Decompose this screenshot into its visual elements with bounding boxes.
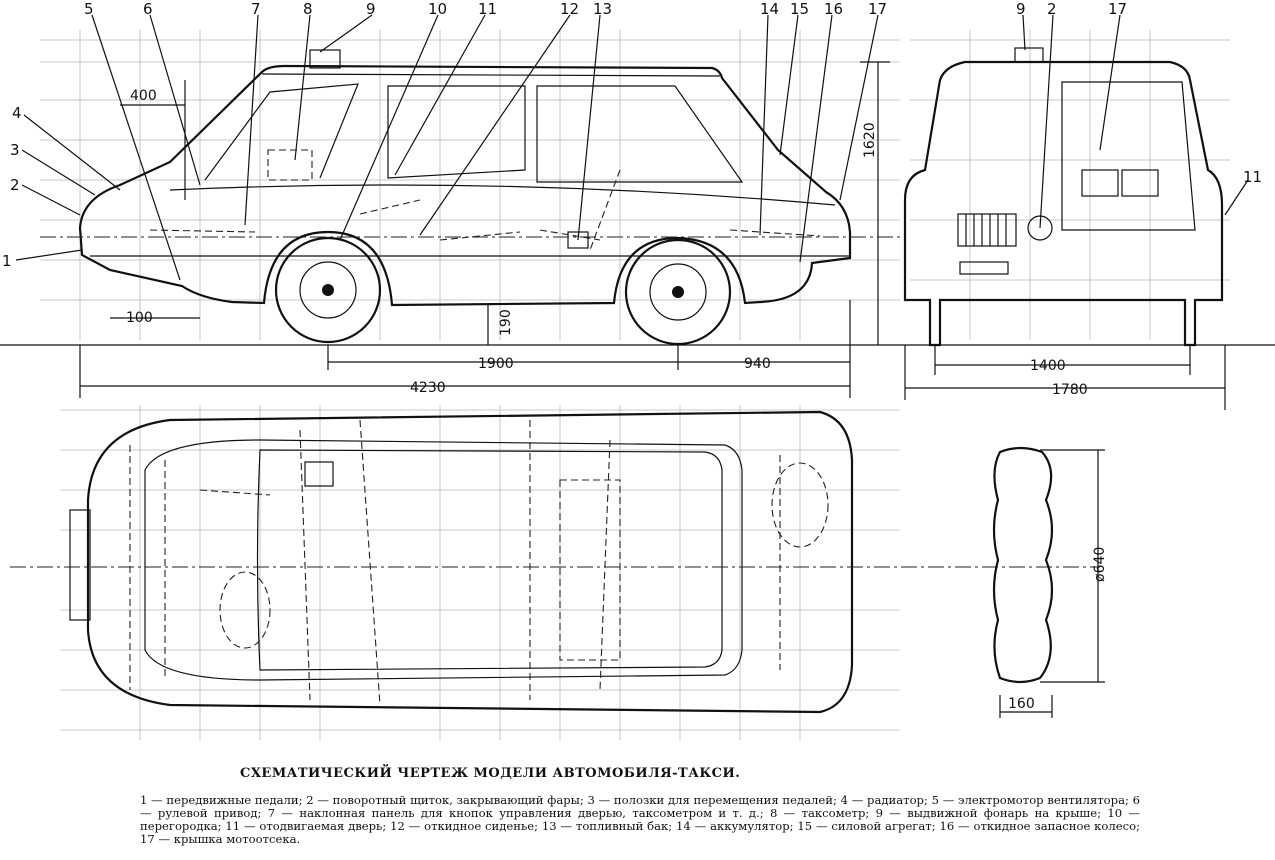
callout-4: 4 bbox=[12, 104, 22, 122]
callout-14: 14 bbox=[760, 0, 779, 18]
windshield bbox=[204, 83, 359, 181]
callout-11: 11 bbox=[478, 0, 497, 18]
top-cabin-outline bbox=[144, 439, 743, 681]
parts-legend: 1 — передвижные педали; 2 — поворотный щ… bbox=[140, 793, 1140, 846]
callout-1: 1 bbox=[2, 252, 12, 270]
leader-lines bbox=[15, 14, 1249, 281]
rear-lamp bbox=[1027, 215, 1053, 241]
side-window-rear bbox=[536, 85, 744, 183]
rear-wheel-center bbox=[672, 286, 684, 298]
vent-grille-right bbox=[1121, 169, 1159, 197]
dim-190: 190 bbox=[498, 309, 514, 336]
dimension-labels: 400 100 190 1620 1900 940 4230 1400 1780… bbox=[126, 88, 1108, 712]
dim-1780: 1780 bbox=[1052, 382, 1088, 398]
callout-6: 6 bbox=[143, 0, 153, 18]
rear-grille bbox=[957, 213, 1017, 247]
dim-940: 940 bbox=[744, 356, 771, 372]
top-taxometer bbox=[304, 461, 334, 487]
callout-16: 16 bbox=[824, 0, 843, 18]
callout-9-rear: 9 bbox=[1016, 0, 1026, 18]
callout-2: 2 bbox=[10, 176, 20, 194]
callout-10: 10 bbox=[428, 0, 447, 18]
top-internal-layout bbox=[129, 419, 781, 706]
side-body-outline bbox=[78, 64, 852, 307]
rear-plate bbox=[959, 261, 1009, 275]
side-roofline bbox=[261, 73, 721, 77]
fuel-tank-cap bbox=[567, 231, 589, 249]
callout-8: 8 bbox=[303, 0, 313, 18]
callout-11-rear: 11 bbox=[1243, 168, 1262, 186]
taxi-schematic-drawing: 1 2 3 4 5 6 7 8 9 10 11 12 13 14 15 16 1… bbox=[0, 0, 1275, 740]
dim-400: 400 bbox=[130, 88, 157, 104]
front-wheel-hub bbox=[299, 261, 357, 319]
spare-wheel-top bbox=[771, 462, 829, 548]
callout-7: 7 bbox=[251, 0, 261, 18]
roof-light bbox=[309, 49, 341, 69]
callout-9: 9 bbox=[366, 0, 376, 18]
callout-15: 15 bbox=[790, 0, 809, 18]
rear-grille-bars bbox=[965, 214, 1007, 246]
dim-100: 100 bbox=[126, 310, 153, 326]
callout-12: 12 bbox=[560, 0, 579, 18]
front-bumper bbox=[69, 509, 91, 621]
rear-roof-light bbox=[1014, 47, 1044, 63]
callout-17-rear: 17 bbox=[1108, 0, 1127, 18]
dim-640: ø640 bbox=[1092, 547, 1108, 582]
callout-3: 3 bbox=[10, 141, 20, 159]
callout-2-rear: 2 bbox=[1047, 0, 1057, 18]
dim-1400: 1400 bbox=[1030, 358, 1066, 374]
top-view bbox=[10, 410, 1100, 714]
rear-view bbox=[903, 47, 1224, 347]
side-window-front bbox=[387, 85, 526, 179]
callout-labels: 1 2 3 4 5 6 7 8 9 10 11 12 13 14 15 16 1… bbox=[2, 0, 1262, 270]
front-wheel-center bbox=[322, 284, 334, 296]
dim-1620: 1620 bbox=[862, 122, 878, 158]
callout-5: 5 bbox=[84, 0, 94, 18]
callout-13: 13 bbox=[593, 0, 612, 18]
rear-body-outline bbox=[903, 60, 1224, 347]
steering-area bbox=[219, 571, 271, 649]
top-body-outline bbox=[86, 410, 854, 714]
top-roof bbox=[256, 449, 723, 671]
rear-wheel-hub bbox=[649, 263, 707, 321]
vent-grille-left bbox=[1081, 169, 1119, 197]
dimension-lines bbox=[79, 61, 1226, 410]
taxometer-box bbox=[267, 149, 313, 181]
rear-wheel bbox=[624, 238, 732, 346]
spare-wheel-cross-section bbox=[992, 446, 1054, 684]
dim-1900: 1900 bbox=[478, 356, 514, 372]
dim-4230: 4230 bbox=[410, 380, 446, 396]
front-wheel bbox=[274, 236, 382, 344]
rear-hatch bbox=[1061, 81, 1196, 231]
side-view bbox=[0, 49, 1275, 346]
spare-wheel-section bbox=[992, 446, 1105, 718]
drawing-caption: СХЕМАТИЧЕСКИЙ ЧЕРТЕЖ МОДЕЛИ АВТОМОБИЛЯ-Т… bbox=[240, 766, 741, 781]
belt-line bbox=[169, 184, 836, 206]
callout-17: 17 bbox=[868, 0, 887, 18]
dim-160: 160 bbox=[1008, 696, 1035, 712]
